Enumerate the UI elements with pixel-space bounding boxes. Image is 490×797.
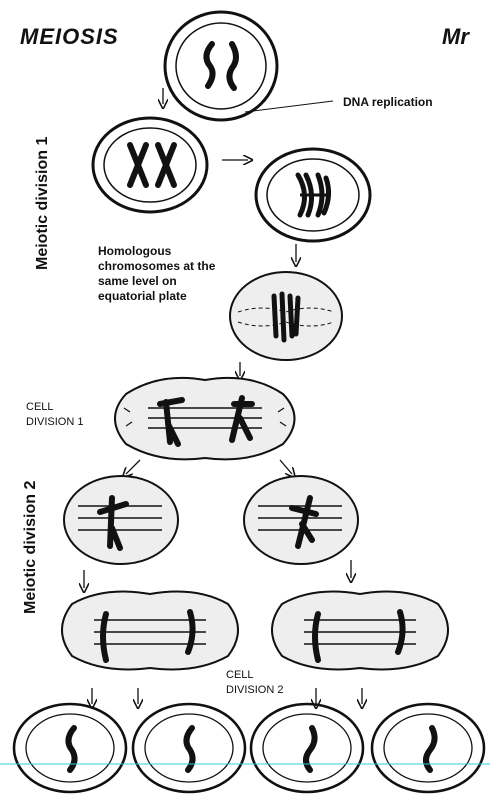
paired-cell xyxy=(256,149,370,241)
daughter-cell-4 xyxy=(372,704,484,792)
arrow-split-left xyxy=(126,460,140,474)
cell-division-1-line-2: DIVISION 1 xyxy=(26,415,83,430)
anaphase-1-cell xyxy=(115,378,295,460)
meiotic-division-2-label: Meiotic division 2 xyxy=(22,481,40,614)
replicated-cell xyxy=(93,118,207,212)
anaphase-2-left-cell xyxy=(62,592,238,670)
cell-division-2-label: CELL DIVISION 2 xyxy=(226,668,283,698)
meiotic-division-1-label: Meiotic division 1 xyxy=(34,137,52,270)
anaphase-2-right-cell xyxy=(272,592,448,670)
metaphase-2-right-cell xyxy=(244,476,358,564)
daughter-cell-1 xyxy=(14,704,126,792)
cell-division-1-label: CELL DIVISION 1 xyxy=(26,400,83,430)
title-cut: Mr xyxy=(442,24,469,50)
homologous-line-3: same level on xyxy=(98,274,268,289)
cell-division-1-line-1: CELL xyxy=(26,400,83,415)
title: MEIOSIS xyxy=(20,24,119,50)
metaphase-2-left-cell xyxy=(64,476,178,564)
arrow-split-right xyxy=(280,460,292,474)
daughter-cell-2 xyxy=(133,704,245,792)
homologous-line-1: Homologous xyxy=(98,244,268,259)
homologous-label: Homologous chromosomes at the same level… xyxy=(98,244,268,304)
daughter-cell-3 xyxy=(251,704,363,792)
cell-division-2-line-2: DIVISION 2 xyxy=(226,683,283,698)
parent-cell xyxy=(165,12,277,120)
homologous-line-4: equatorial plate xyxy=(98,289,268,304)
dna-replication-label: DNA replication xyxy=(343,95,433,109)
cell-division-2-line-1: CELL xyxy=(226,668,283,683)
homologous-line-2: chromosomes at the xyxy=(98,259,268,274)
